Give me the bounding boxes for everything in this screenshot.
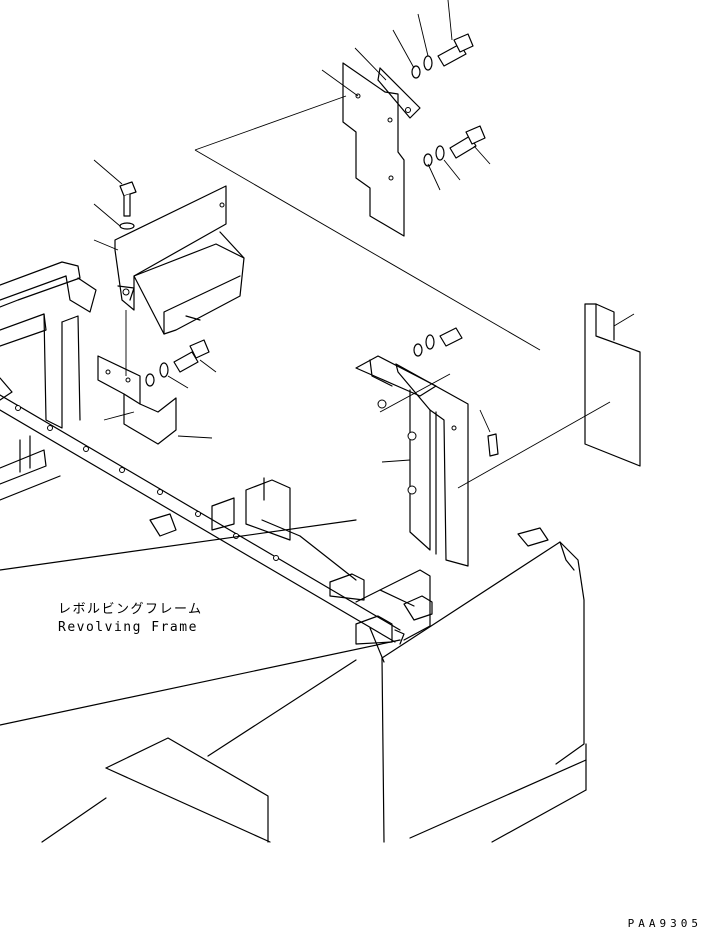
beam-hole xyxy=(195,511,201,517)
upper-bolt-set xyxy=(411,33,486,167)
beam-hole xyxy=(83,446,89,452)
frame-label-english: Revolving Frame xyxy=(58,620,198,635)
drawing-code: PAA9305 xyxy=(627,917,702,930)
diagonal-beam xyxy=(0,394,405,645)
beam-hole xyxy=(273,555,279,561)
beam-hole xyxy=(233,533,239,539)
left-rail-frame xyxy=(0,261,97,501)
counterweight-body xyxy=(41,527,587,843)
loose-plate xyxy=(584,303,641,467)
beam-hole xyxy=(15,405,21,411)
frame-label-japanese: レボルビングフレーム xyxy=(58,602,203,617)
upper-cover-plate xyxy=(342,62,421,237)
beam-hole xyxy=(157,489,163,495)
center-bolt-set xyxy=(103,339,217,421)
upper-leader-lines xyxy=(194,0,541,351)
right-plate-assembly xyxy=(355,327,611,567)
left-bolt-washer xyxy=(93,159,137,251)
lower-left-bracket xyxy=(97,310,213,445)
frame-base xyxy=(0,477,433,726)
duct-bracket xyxy=(114,185,245,335)
beam-hole xyxy=(47,425,53,431)
beam-hole xyxy=(119,467,125,473)
